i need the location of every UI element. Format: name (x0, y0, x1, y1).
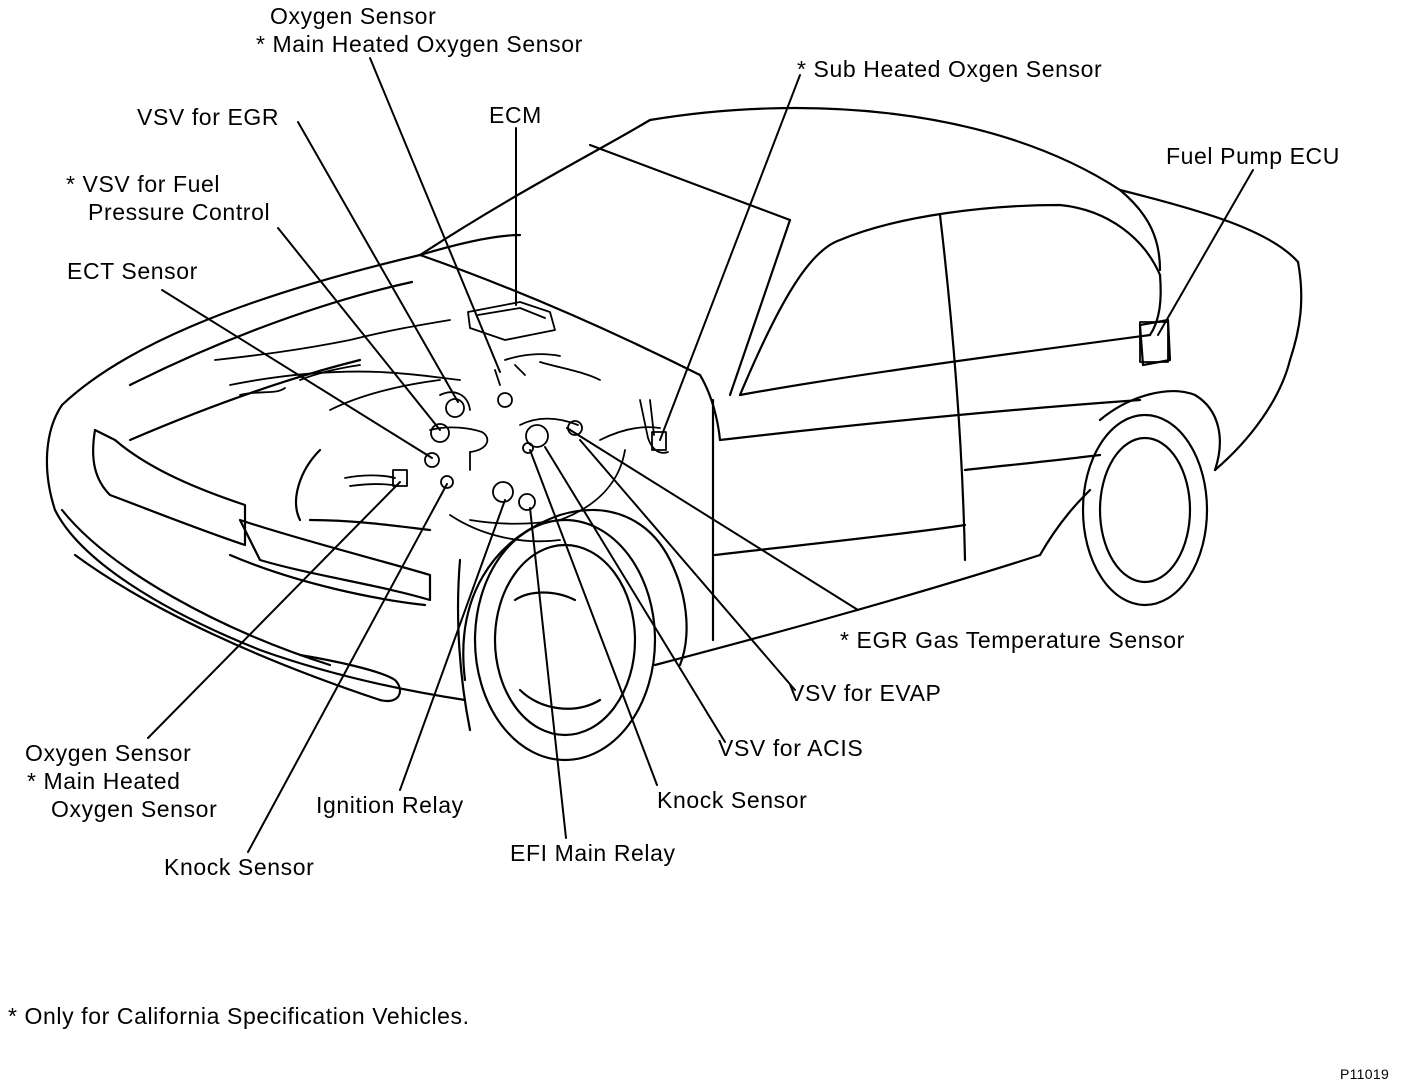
label-sub-heated-oxygen-sensor: * Sub Heated Oxgen Sensor (797, 56, 1103, 82)
label-efi-main-relay: EFI Main Relay (510, 840, 676, 866)
label-ignition-relay: Ignition Relay (316, 792, 464, 818)
label-vsv-evap: VSV for EVAP (789, 680, 942, 706)
label-vsv-fuel-pressure-control: * VSV for Fuel Pressure Control (66, 170, 270, 226)
label-knock-sensor-left: Knock Sensor (164, 854, 315, 880)
label-oxygen-sensor-left: Oxygen Sensor * Main Heated Oxygen Senso… (25, 739, 217, 823)
label-egr-gas-temperature-sensor: * EGR Gas Temperature Sensor (840, 627, 1185, 653)
footnote: * Only for California Specification Vehi… (8, 1003, 470, 1029)
leader-efi-main-relay (529, 507, 567, 839)
leader-oxygen-sensor-top (369, 57, 501, 373)
label-vsv-egr: VSV for EGR (137, 104, 280, 130)
label-knock-sensor-right: Knock Sensor (657, 787, 808, 813)
engine-bay-components (214, 301, 1169, 543)
leader-vsv-acis (544, 446, 726, 743)
label-line: * Main Heated Oxygen Sensor (256, 31, 583, 57)
leader-knock-sensor-left (247, 483, 448, 853)
figure-code: P11019 (1340, 1066, 1390, 1082)
label-line: Oxygen Sensor (51, 796, 218, 822)
label-line: Pressure Control (88, 199, 271, 225)
label-ect-sensor: ECT Sensor (67, 258, 198, 284)
label-line: * Main Heated (27, 768, 181, 794)
label-oxygen-sensor-top: Oxygen Sensor * Main Heated Oxygen Senso… (256, 2, 583, 58)
label-fuel-pump-ecu: Fuel Pump ECU (1166, 143, 1340, 169)
leader-vsv-egr (297, 121, 459, 403)
leader-vsv-fuel-pressure (277, 227, 441, 431)
leader-vsv-evap (579, 439, 796, 691)
leader-ignition-relay (399, 499, 506, 791)
label-line: * VSV for Fuel (66, 171, 221, 197)
leader-lines (147, 57, 1254, 853)
label-line: Oxygen Sensor (270, 3, 437, 29)
leader-egr-gas-temp (566, 427, 859, 611)
label-vsv-acis: VSV for ACIS (718, 735, 864, 761)
label-ecm: ECM (489, 102, 542, 128)
label-line: Oxygen Sensor (25, 740, 192, 766)
leader-ect-sensor (161, 289, 433, 459)
leader-knock-sensor-right (529, 449, 658, 786)
front-wheel (473, 518, 657, 762)
rear-wheel (1081, 413, 1209, 607)
leader-sub-heated-oxygen-sensor (659, 74, 801, 441)
leader-fuel-pump-ecu (1157, 169, 1254, 336)
leader-oxygen-sensor-left (147, 481, 401, 739)
car-body-outline (45, 106, 1303, 732)
